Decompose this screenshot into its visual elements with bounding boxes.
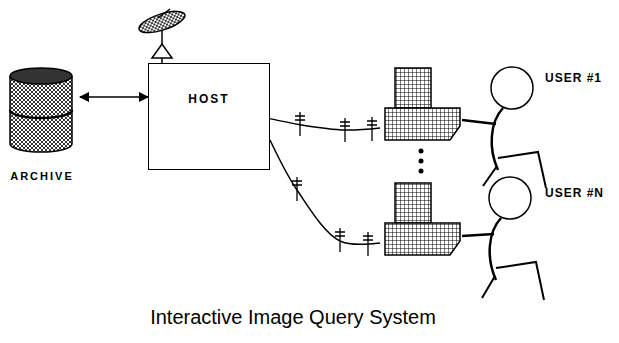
archive-node: ARCHIVE <box>4 66 80 182</box>
host-box: HOST <box>148 63 270 170</box>
ellipsis-dots <box>419 149 424 174</box>
satellite-dish <box>137 7 188 63</box>
node-label: HOST <box>188 92 229 106</box>
caption: Interactive Image Query System <box>0 306 586 329</box>
node-label: USER #N <box>545 186 604 200</box>
archive-cylinder <box>10 68 72 152</box>
user-terminal: USER #N <box>380 180 612 260</box>
terminal-user <box>385 177 544 300</box>
node-label: USER #1 <box>545 71 602 85</box>
terminal-user <box>385 67 546 188</box>
node-label: ARCHIVE <box>10 170 74 182</box>
phone-line <box>270 140 380 244</box>
telephone-poles <box>292 112 377 256</box>
double-arrow <box>80 96 148 98</box>
phone-line <box>270 119 380 130</box>
user-terminal: USER #1 <box>380 65 612 145</box>
